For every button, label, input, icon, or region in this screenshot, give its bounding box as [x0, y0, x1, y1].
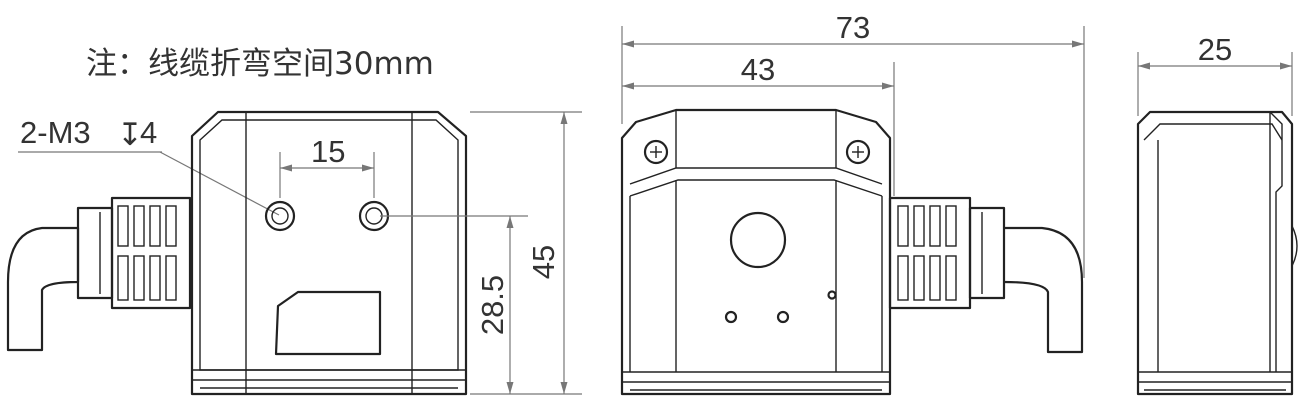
front-view — [6, 110, 468, 396]
side-body-outline — [1136, 110, 1294, 396]
cable-bend-note: 注：线缆折弯空间30mm — [86, 46, 434, 82]
dim-depth-label: 25 — [1198, 32, 1232, 67]
label-window — [274, 290, 382, 356]
middle-view — [620, 108, 1084, 396]
callout-leader — [159, 151, 280, 216]
screw-right-icon — [845, 139, 871, 165]
thread-callout: 2-M3 ↧ 4 — [18, 115, 280, 216]
dim-hole-height: 28.5 — [380, 215, 528, 395]
dim-total-width: 73 — [621, 10, 1085, 278]
side-view — [1136, 110, 1298, 396]
indicator-dot — [827, 290, 837, 300]
front-cable — [6, 196, 192, 352]
dim-depth: 25 — [1137, 32, 1293, 116]
middle-cable — [888, 196, 1084, 354]
front-body-outline — [190, 110, 468, 396]
camera-lens — [729, 211, 787, 269]
dim-hole-spacing: 15 — [279, 134, 375, 198]
dim-total-width-label: 73 — [836, 10, 870, 45]
middle-body-outline — [620, 108, 892, 396]
led-right — [776, 310, 790, 324]
led-left — [724, 310, 738, 324]
dim-body-width: 43 — [622, 52, 895, 196]
mount-hole-left — [264, 200, 296, 232]
dim-height: 45 — [470, 111, 582, 395]
dim-hole-height-label: 28.5 — [475, 275, 510, 335]
dim-hole-spacing-label: 15 — [311, 134, 345, 169]
dim-height-label: 45 — [526, 245, 561, 279]
screw-left-icon — [643, 139, 669, 165]
dim-body-width-label: 43 — [741, 52, 775, 87]
depth-label: 4 — [140, 115, 157, 150]
thread-label: 2-M3 — [20, 115, 91, 150]
depth-symbol: ↧ — [117, 117, 143, 152]
